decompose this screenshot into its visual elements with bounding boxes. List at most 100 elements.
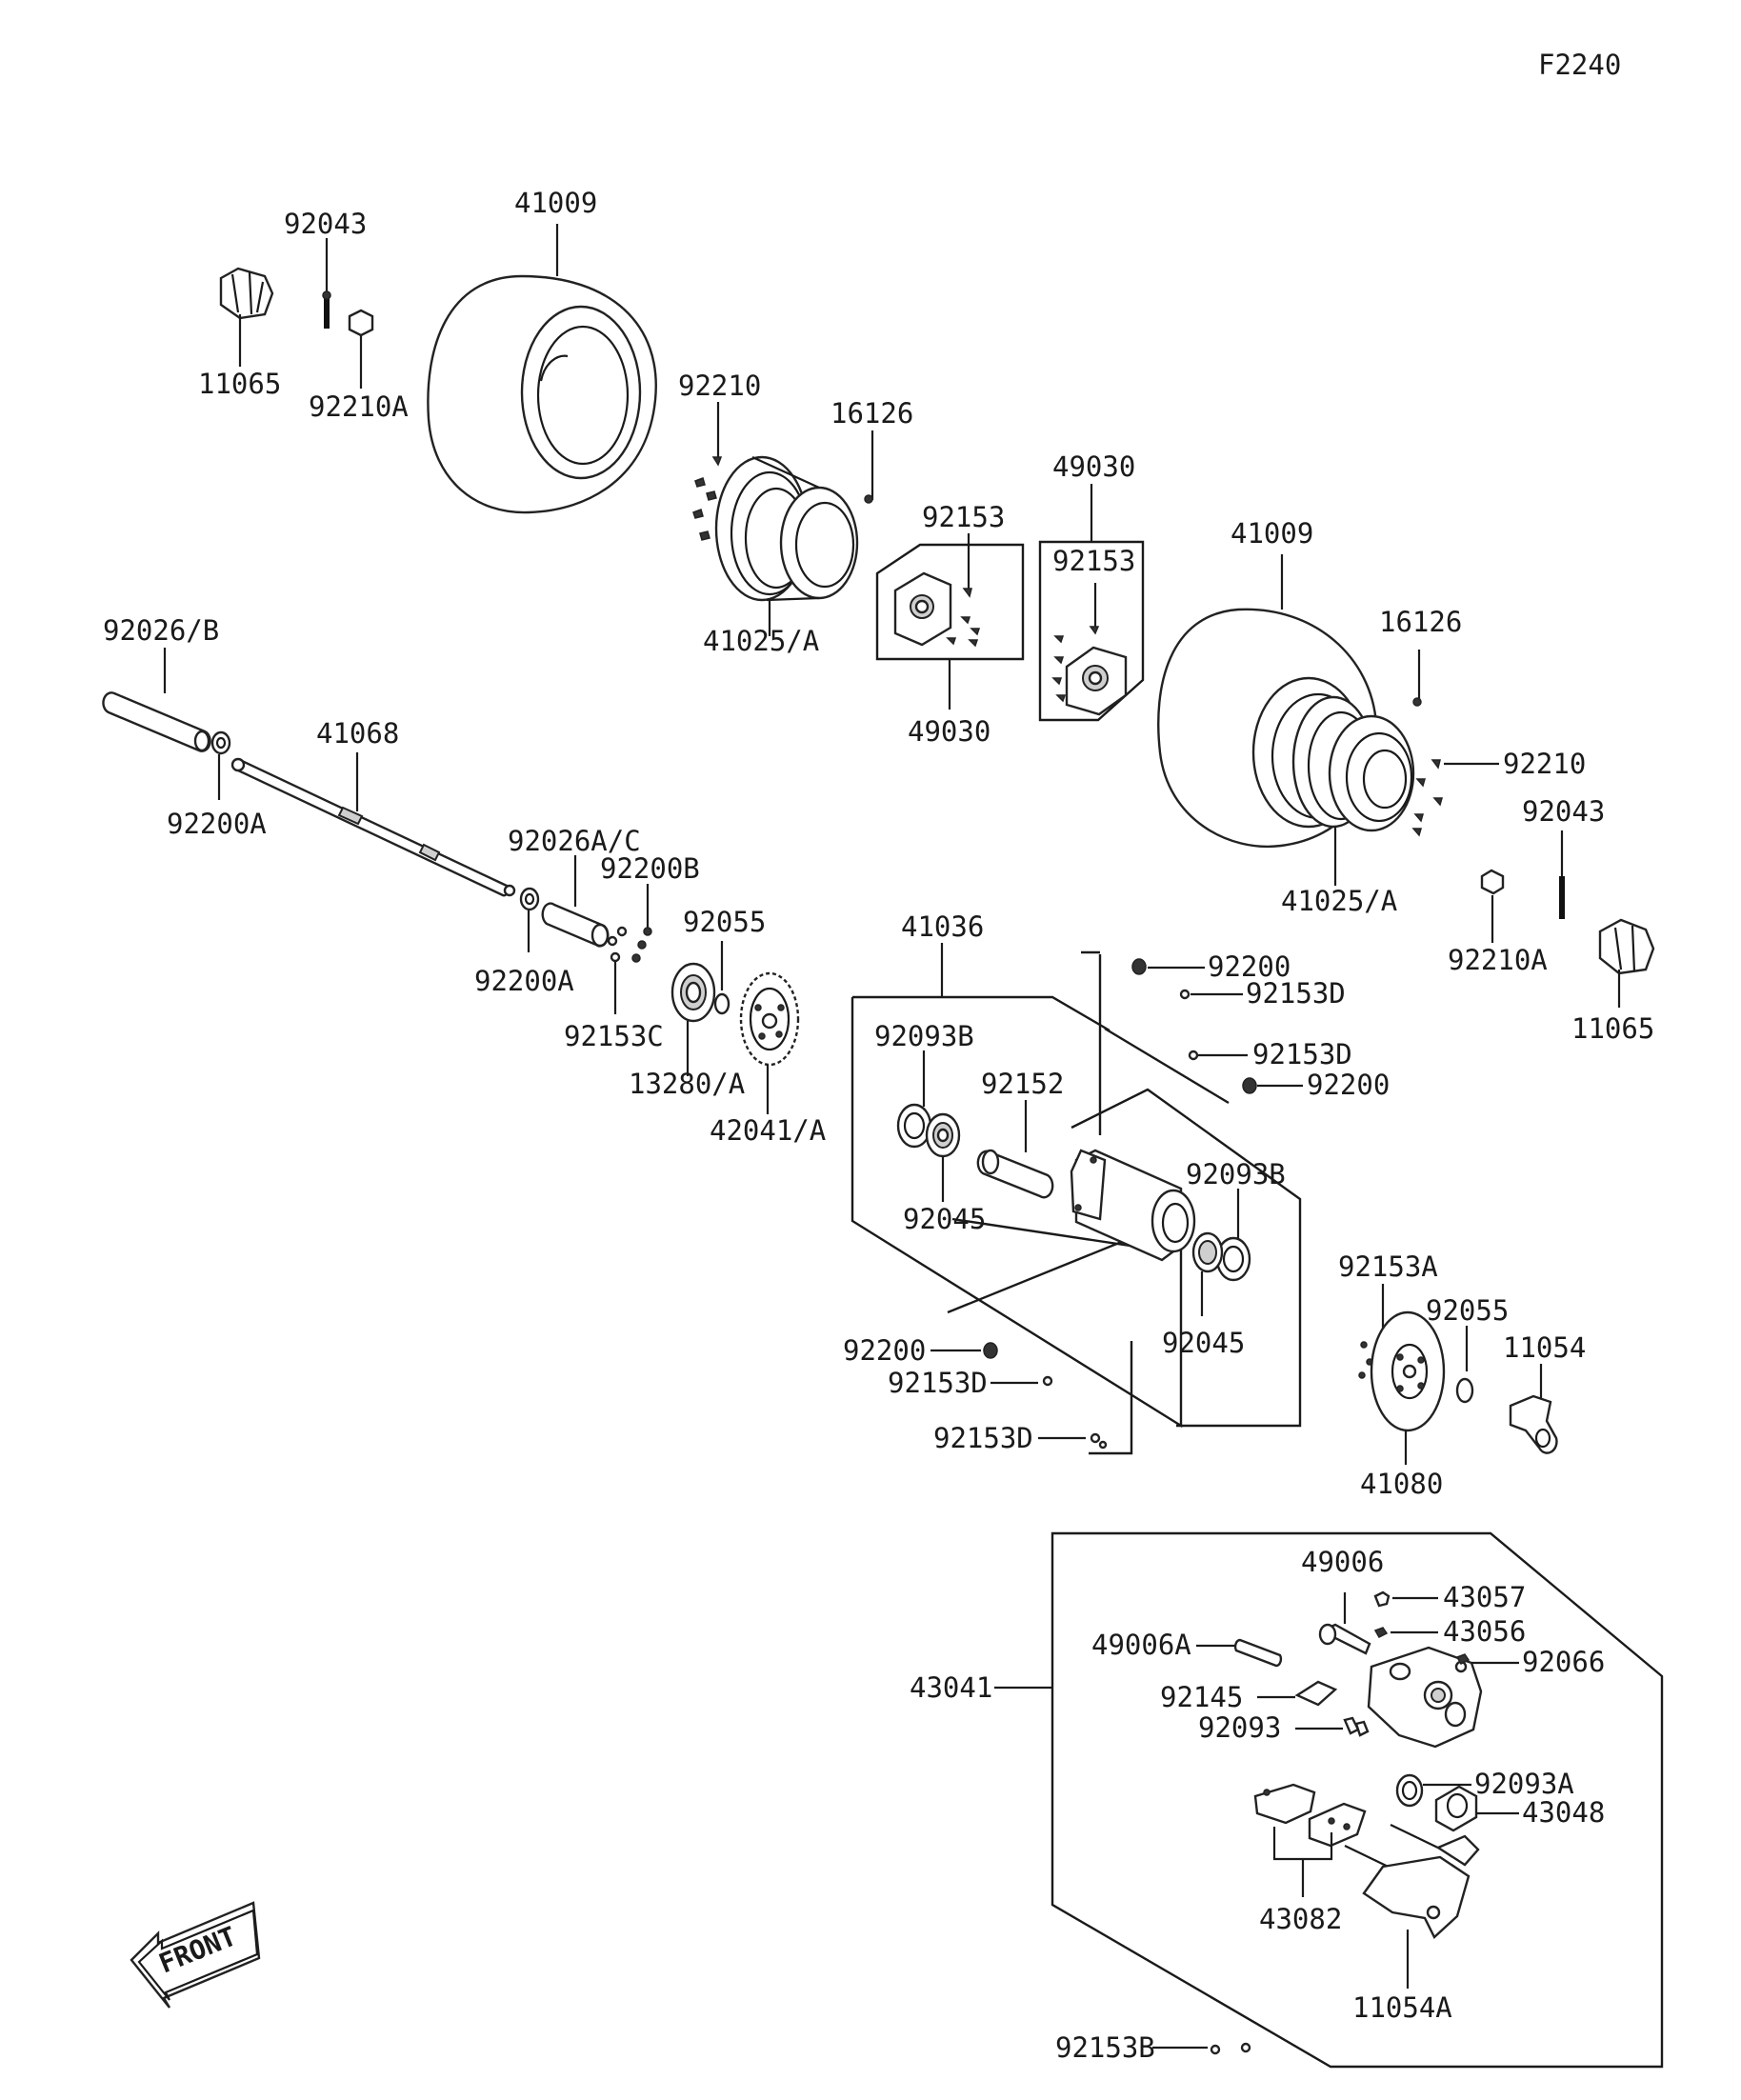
hub-13280A-ring-92055: [670, 941, 730, 1076]
label-49006A: 49006A: [1091, 1629, 1191, 1661]
valve-16126-left: [864, 494, 873, 504]
label-92200-2: 92200: [1307, 1069, 1390, 1101]
bleeder-92066: [1455, 1653, 1519, 1665]
label-92145: 92145: [1160, 1681, 1243, 1713]
axle-sleeve-92026AC: [541, 855, 610, 948]
label-92153D-1: 92153D: [1246, 977, 1346, 1010]
housing-body-41036: [1070, 1149, 1196, 1262]
label-92026AC: 92026A/C: [508, 825, 641, 857]
valve-cap-left: [219, 267, 274, 367]
nuts-92210-left: [692, 402, 723, 541]
label-92055-1: 92055: [683, 906, 766, 938]
spring-92145: [1257, 1680, 1338, 1707]
label-92066: 92066: [1522, 1646, 1605, 1678]
bolt-92153B: [1152, 2042, 1251, 2055]
label-43056: 43056: [1443, 1615, 1526, 1648]
label-92200A-1: 92200A: [167, 808, 267, 840]
cap-43057-bleeder-43056: [1373, 1590, 1438, 1638]
piston-43048: [1434, 1785, 1519, 1832]
label-13280A: 13280/A: [629, 1068, 745, 1100]
label-11054: 11054: [1503, 1331, 1586, 1364]
label-16126-right: 16126: [1379, 606, 1462, 638]
seal-92093B-2-bearing-92045-2: [1191, 1189, 1251, 1316]
fasteners-92200-92153D: [1131, 958, 1303, 1094]
hub-49030-a: [875, 533, 1025, 710]
label-11054A: 11054A: [1352, 1991, 1452, 2024]
label-92153A: 92153A: [1338, 1250, 1438, 1283]
label-11065-right: 11065: [1571, 1012, 1654, 1045]
pads-43082: [1253, 1783, 1367, 1897]
label-41025A-right: 41025/A: [1281, 885, 1397, 917]
label-92045-2: 92045: [1162, 1327, 1245, 1359]
caliper-frame-43041: [994, 1531, 1664, 2069]
rim-left: [714, 455, 859, 636]
label-41068: 41068: [316, 717, 399, 750]
label-92026B: 92026/B: [103, 614, 219, 647]
label-92153D-2: 92153D: [1252, 1038, 1352, 1070]
seal-92093B-1: [896, 1050, 932, 1149]
label-42041A: 42041/A: [710, 1114, 826, 1147]
label-92152: 92152: [981, 1068, 1064, 1100]
bracket-11054A: [1344, 1824, 1480, 1989]
pin-49006A: [1196, 1638, 1283, 1668]
label-92043-left: 92043: [284, 208, 367, 240]
sprocket-42041A: [739, 971, 800, 1114]
label-92093: 92093: [1198, 1711, 1281, 1744]
label-49030-b: 49030: [1052, 450, 1135, 483]
disc-41080: [1358, 1284, 1446, 1465]
label-41036: 41036: [901, 910, 984, 943]
fasteners-lower: [931, 1342, 1108, 1450]
label-92210A-right: 92210A: [1448, 944, 1548, 976]
label-43048: 43048: [1522, 1796, 1605, 1829]
label-92200A-2: 92200A: [474, 965, 574, 997]
label-16126-left: 16126: [830, 397, 913, 430]
label-43041: 43041: [910, 1671, 992, 1704]
caliper-body: [1367, 1646, 1483, 1749]
hub-49030-b: [1038, 484, 1145, 722]
caliper-mount-11054: [1509, 1364, 1558, 1454]
nuts-92210-right: [1411, 759, 1499, 837]
label-49006: 49006: [1301, 1546, 1384, 1578]
label-92210-right: 92210: [1503, 748, 1586, 780]
nut-92210A-left: [348, 309, 374, 389]
label-92055-2: 92055: [1426, 1294, 1509, 1327]
seal-92093A: [1395, 1773, 1471, 1808]
bolts-92200B-92153C: [607, 884, 652, 1014]
ring-92055-2: [1455, 1326, 1474, 1404]
nut-92210A-right: [1480, 869, 1505, 943]
label-41009-right: 41009: [1231, 517, 1313, 550]
label-41025A-left: 41025/A: [703, 625, 819, 657]
bearing-92045-1: [925, 1112, 961, 1202]
washer-92200A-2: [519, 887, 540, 952]
label-92153B: 92153B: [1055, 2031, 1155, 2064]
pin-92043-left: [322, 238, 331, 329]
label-92093A: 92093A: [1474, 1768, 1574, 1800]
label-92045-1: 92045: [903, 1203, 986, 1235]
boot-92093: [1295, 1716, 1370, 1737]
bolt-49006: [1318, 1592, 1371, 1655]
label-92210A-left: 92210A: [309, 390, 409, 423]
axle-41068: [230, 752, 516, 897]
figure-code: F2240: [1538, 49, 1621, 81]
label-92153-a: 92153: [922, 501, 1005, 533]
front-arrow-icon: FRONT: [130, 1901, 261, 2009]
label-92210-left: 92210: [678, 370, 761, 402]
label-92093B-2: 92093B: [1186, 1158, 1286, 1190]
label-41009-left: 41009: [514, 187, 597, 219]
label-92043-right: 92043: [1522, 795, 1605, 828]
label-41080: 41080: [1360, 1468, 1443, 1500]
label-92093B-1: 92093B: [874, 1020, 974, 1052]
spacer-92152: [976, 1100, 1054, 1199]
axle-sleeve-92026B: [102, 648, 211, 752]
washer-92200A-1: [210, 730, 231, 800]
label-92153D-3: 92153D: [888, 1367, 988, 1399]
label-43057: 43057: [1443, 1581, 1526, 1613]
rim-right: [1291, 650, 1422, 886]
tire-left: [427, 224, 657, 514]
valve-cap-right: [1598, 918, 1655, 1008]
label-49030-a: 49030: [908, 715, 991, 748]
label-92200-1: 92200: [1208, 950, 1291, 983]
label-11065-left: 11065: [198, 368, 281, 400]
label-43082: 43082: [1259, 1903, 1342, 1935]
